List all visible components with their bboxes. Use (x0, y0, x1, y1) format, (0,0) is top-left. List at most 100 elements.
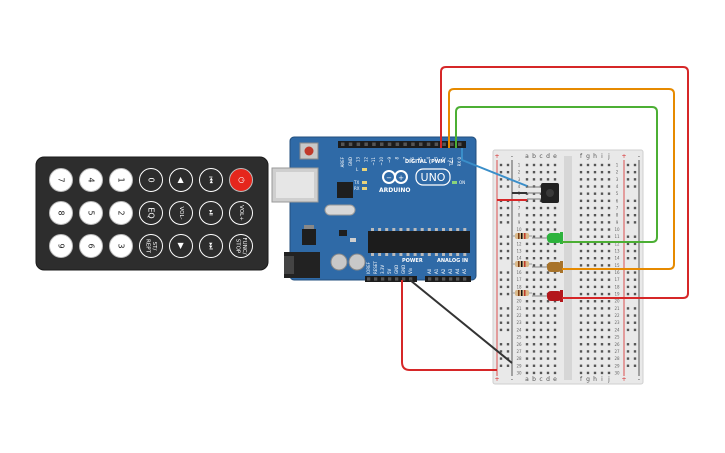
digital-pin-hole[interactable] (403, 142, 407, 147)
row-number: 18 (516, 284, 522, 289)
power-pin-hole[interactable] (402, 277, 406, 281)
power-pin-hole[interactable] (395, 277, 399, 281)
capacitor-2 (348, 253, 366, 271)
power-pin-name: IOREF (366, 261, 371, 274)
remote-button-1-2[interactable]: 2 (109, 201, 133, 225)
digital-pin-hole[interactable] (458, 142, 462, 147)
remote-button-1-6[interactable]: VOL+ (229, 201, 253, 225)
row-number: 9 (518, 220, 521, 225)
power-pin-hole[interactable] (381, 277, 385, 281)
analog-pin-hole[interactable] (463, 277, 467, 281)
remote-button-0-5[interactable]: ⏮ (199, 168, 223, 192)
row-number: 19 (614, 292, 620, 297)
remote-button-1-1[interactable]: 5 (79, 201, 103, 225)
red-led[interactable] (532, 290, 563, 302)
remote-button-0-0[interactable]: 7 (49, 168, 73, 192)
column-letter: b (532, 376, 536, 383)
digital-pin-hole[interactable] (364, 142, 368, 147)
row-number: 2 (518, 170, 521, 175)
row-number: 8 (616, 213, 619, 218)
ir-receiver[interactable] (527, 183, 559, 203)
analog-pin-hole[interactable] (449, 277, 453, 281)
remote-button-1-4[interactable]: VOL- (169, 201, 193, 225)
remote-button-1-0[interactable]: 8 (49, 201, 73, 225)
analog-label: ANALOG IN (437, 258, 468, 264)
digital-pin-hole[interactable] (356, 142, 361, 147)
resistor-3[interactable] (512, 290, 532, 296)
remote-button-2-6[interactable]: FUNC/STOP (229, 234, 253, 258)
digital-pin-hole[interactable] (348, 142, 353, 147)
digital-pin-hole[interactable] (450, 142, 454, 147)
remote-button-1-3[interactable]: EQ (139, 201, 163, 225)
digital-pin-hole[interactable] (434, 142, 439, 147)
digital-pin-hole[interactable] (387, 142, 392, 147)
remote-button-0-6[interactable]: ⏻ (229, 168, 253, 192)
wire-black-gnd[interactable] (409, 279, 513, 364)
digital-pin-hole[interactable] (411, 142, 415, 147)
remote-button-0-2[interactable]: 1 (109, 168, 133, 192)
row-number: 17 (516, 277, 522, 282)
digital-pin-hole[interactable] (442, 142, 446, 147)
column-letter: f (580, 376, 583, 383)
remote-button-1-5[interactable]: ⏯ (199, 201, 223, 225)
remote-button-2-0[interactable]: 9 (49, 234, 73, 258)
wire-blue-signal[interactable] (461, 148, 528, 187)
wire-red-digital[interactable] (440, 66, 689, 299)
model-label: UNO (421, 171, 446, 184)
row-number: 12 (614, 241, 620, 246)
digital-pin-hole[interactable] (341, 142, 345, 147)
analog-pin-hole[interactable] (456, 277, 460, 281)
remote-button-2-4[interactable]: ▶ (169, 234, 193, 258)
yellow-led[interactable] (532, 261, 563, 273)
resistor-2[interactable] (512, 261, 532, 267)
power-pin-hole[interactable] (374, 277, 378, 281)
remote-button-0-1[interactable]: 4 (79, 168, 103, 192)
remote-button-0-3[interactable]: 0 (139, 168, 163, 192)
breadboard[interactable]: 1122334455667788991010111112121313141415… (492, 149, 644, 385)
row-number: 29 (614, 363, 620, 368)
crystal (324, 204, 356, 216)
row-number: 28 (516, 356, 522, 361)
row-number: 27 (516, 349, 522, 354)
analog-pin-name: A1 (434, 268, 439, 274)
svg-text:−: − (386, 174, 392, 182)
row-number: 3 (518, 177, 521, 182)
power-pin-hole[interactable] (409, 277, 413, 281)
remote-button-2-5[interactable]: ⏭ (199, 234, 223, 258)
green-led[interactable] (532, 232, 563, 244)
remote-button-label: ⏯ (207, 210, 216, 216)
row-number: 10 (614, 227, 620, 232)
digital-pin-hole[interactable] (380, 142, 384, 147)
remote-button-2-1[interactable]: 6 (79, 234, 103, 258)
digital-pin-hole[interactable] (426, 142, 431, 147)
row-number: 6 (616, 198, 619, 203)
row-number: 17 (614, 277, 620, 282)
wire-red-5v[interactable] (401, 280, 497, 371)
rail-label: - (638, 153, 640, 160)
row-number: 22 (516, 313, 522, 318)
wire-green-digital[interactable] (455, 106, 658, 243)
column-letter: c (539, 376, 542, 383)
digital-pin-hole[interactable] (395, 142, 400, 147)
wire-orange-digital[interactable] (448, 88, 675, 270)
power-pin-hole[interactable] (367, 277, 371, 281)
digital-pin-name: 13 (356, 157, 361, 163)
row-number: 24 (614, 327, 620, 332)
remote-button-label: 1 (117, 177, 126, 182)
analog-pin-hole[interactable] (442, 277, 446, 281)
usb-chip (337, 182, 353, 198)
resistor-1[interactable] (512, 233, 532, 239)
led-label-rx: RX (354, 186, 360, 191)
power-pin-hole[interactable] (388, 277, 392, 281)
remote-button-2-3[interactable]: ST/REPT (139, 234, 163, 258)
analog-pin-hole[interactable] (428, 277, 432, 281)
digital-pin-hole[interactable] (372, 142, 376, 147)
analog-pin-hole[interactable] (435, 277, 439, 281)
row-number: 30 (614, 370, 620, 375)
digital-pin-name: ~11 (371, 157, 376, 166)
digital-pin-hole[interactable] (419, 142, 423, 147)
remote-button-0-4[interactable]: ◀ (169, 168, 193, 192)
remote-button-2-2[interactable]: 3 (109, 234, 133, 258)
